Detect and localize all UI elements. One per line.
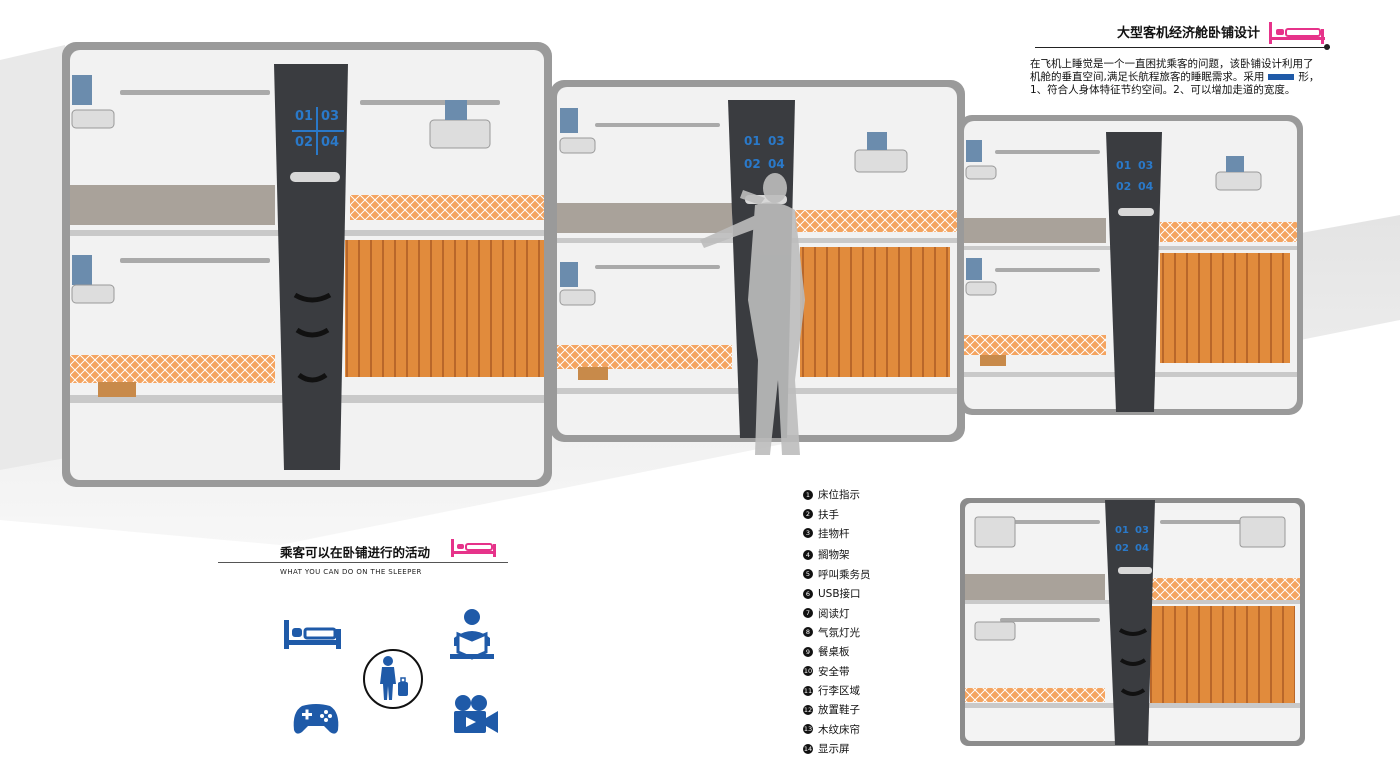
bed-number: 01	[744, 134, 761, 148]
title-divider	[1035, 47, 1330, 48]
bed-number: 03	[768, 134, 785, 148]
bed-number: 04	[768, 157, 785, 171]
booth-front-elevation	[960, 498, 1305, 746]
bed-number: 01	[295, 109, 314, 124]
bed-indicator-display-3: 01 03 02 04	[1115, 158, 1159, 198]
reading-person-icon	[450, 609, 494, 660]
title-divider-dot	[1324, 44, 1330, 50]
bed-indicator-display-4: 01 03 02 04	[1114, 524, 1154, 560]
bed-icon	[1269, 22, 1325, 44]
bed-number: 04	[1135, 543, 1149, 554]
bed-indicator-display-2: 01 03 02 04	[742, 132, 790, 176]
bed-icon	[284, 620, 341, 649]
bed-icon	[451, 539, 496, 557]
bed-number: 03	[1138, 159, 1154, 172]
page-title: 大型客机经济舱卧铺设计	[1116, 26, 1260, 41]
activities-subtitle: WHAT YOU CAN DO ON THE SLEEPER	[280, 568, 422, 576]
bed-number: 03	[321, 109, 340, 124]
bed-number: 02	[1115, 543, 1129, 554]
video-camera-icon	[454, 695, 498, 733]
bed-indicator-display-1: 01 03 02 04	[292, 107, 344, 157]
description-line: 在飞机上睡觉是一个一直困扰乘客的问题，该卧铺设计利用了	[1030, 58, 1314, 70]
passenger-silhouette	[700, 173, 805, 455]
description-line: 机舱的垂直空间,满足长航程旅客的睡眠需求。采用形，	[1030, 71, 1320, 83]
activities-divider	[218, 562, 508, 563]
bed-number: 01	[1116, 159, 1132, 172]
bed-number: 02	[295, 135, 314, 150]
activities-title: 乘客可以在卧铺进行的活动	[280, 545, 431, 560]
description-line: 1、符合人身体特征节约空间。2、可以增加走道的宽度。	[1030, 84, 1296, 96]
booth-unit-1	[62, 42, 552, 487]
bed-number: 01	[1115, 525, 1129, 536]
bed-number: 02	[744, 157, 761, 171]
bed-number: 04	[321, 135, 340, 150]
booth-unit-3	[958, 115, 1303, 415]
gamepad-icon	[293, 704, 339, 734]
bed-number: 04	[1138, 180, 1154, 193]
shape-symbol	[1268, 74, 1295, 80]
passenger-luggage-icon	[380, 656, 408, 700]
design-description: 在飞机上睡觉是一个一直困扰乘客的问题，该卧铺设计利用了 机舱的垂直空间,满足长航…	[1030, 58, 1335, 97]
bed-number: 03	[1135, 525, 1149, 536]
bed-number: 02	[1116, 180, 1132, 193]
